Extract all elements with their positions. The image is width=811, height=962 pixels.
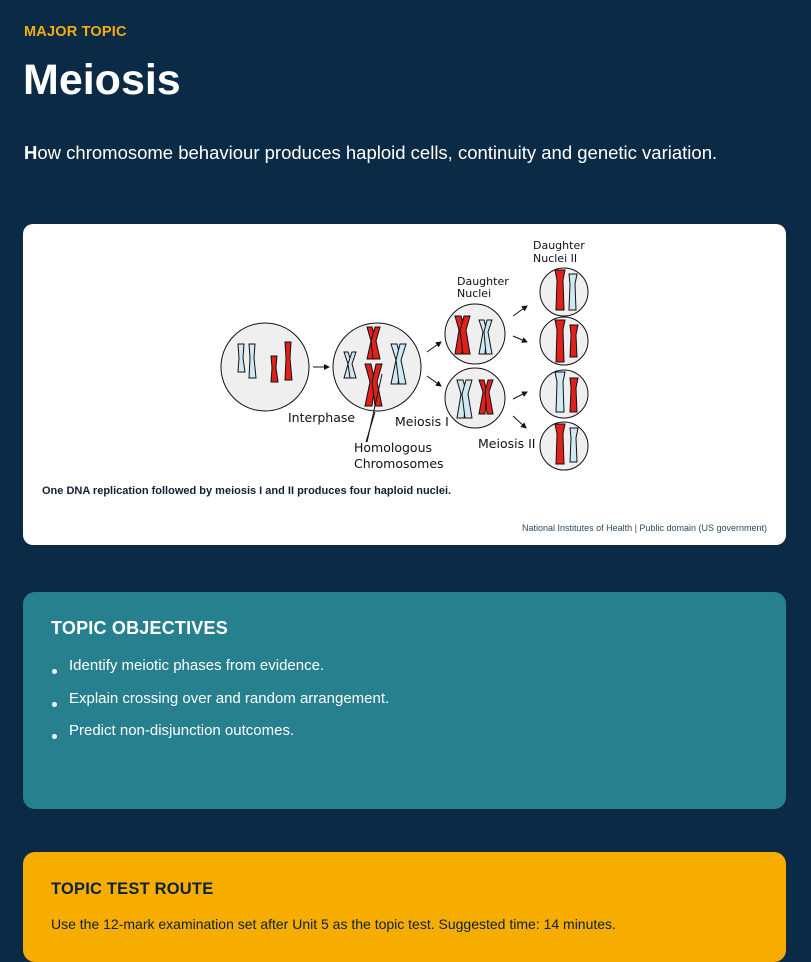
figure-caption: One DNA replication followed by meiosis … [42, 485, 452, 497]
objective-item: Identify meiotic phases from evidence. [51, 656, 389, 689]
objective-item: Predict non-disjunction outcomes. [51, 721, 389, 754]
interphase-nucleus [220, 322, 310, 412]
objectives-heading: TOPIC OBJECTIVES [51, 618, 228, 638]
topic-test-route-card: TOPIC TEST ROUTE Use the 12-mark examina… [23, 852, 786, 962]
label-meiosis-ii: Meiosis II [478, 436, 535, 451]
objectives-list: Identify meiotic phases from evidence. E… [51, 656, 389, 754]
meiosis-i-nucleus [332, 322, 422, 412]
label-homologous-2: Chromosomes [354, 456, 444, 471]
daughter-nucleus-ii-4 [539, 421, 589, 471]
intro-text: ow chromosome behaviour produces haploid… [37, 142, 718, 163]
daughter-nucleus-ii-2 [539, 316, 589, 366]
daughter-nucleus-ii-3 [539, 369, 589, 419]
label-meiosis-i: Meiosis I [395, 414, 449, 429]
page-title: Meiosis [23, 56, 181, 104]
daughter-nucleus-bottom [444, 367, 506, 429]
bullet-icon [52, 669, 57, 674]
label-interphase: Interphase [288, 410, 355, 425]
label-daughter-nuclei-ii-1: Daughter [533, 239, 585, 252]
bullet-icon [52, 734, 57, 739]
bullet-icon [52, 701, 57, 707]
test-route-text: Use the 12-mark examination set after Un… [51, 916, 616, 932]
label-homologous-1: Homologous [354, 440, 432, 455]
label-daughter-nuclei-2: Nuclei [457, 287, 491, 300]
objective-text: Predict non-disjunction outcomes. [69, 722, 295, 739]
figure-credit: National Institutes of Health | Public d… [522, 523, 767, 533]
daughter-nucleus-top [444, 303, 506, 365]
objective-text: Identify meiotic phases from evidence. [69, 657, 325, 674]
daughter-nucleus-ii-1 [539, 267, 589, 317]
topic-intro: How chromosome behaviour produces haploi… [24, 142, 717, 164]
label-daughter-nuclei-ii-2: Nuclei II [533, 252, 577, 265]
objective-text: Explain crossing over and random arrange… [69, 689, 390, 707]
meiosis-diagram: Interphase Meiosis I Homologous Chromoso… [220, 239, 589, 471]
objective-item: Explain crossing over and random arrange… [51, 689, 389, 722]
test-route-heading: TOPIC TEST ROUTE [51, 880, 214, 898]
label-daughter-nuclei-1: Daughter [457, 275, 509, 288]
topic-objectives-card: TOPIC OBJECTIVES Identify meiotic phases… [23, 592, 786, 809]
topic-eyebrow: MAJOR TOPIC [24, 24, 127, 40]
figure-card: Interphase Meiosis I Homologous Chromoso… [23, 224, 786, 545]
intro-first-letter: H [24, 142, 38, 163]
